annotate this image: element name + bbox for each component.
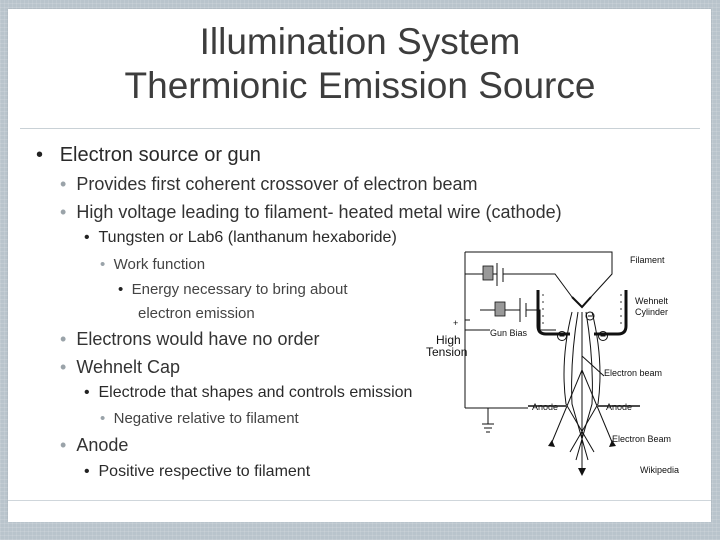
beam-arrow-right	[609, 440, 616, 447]
bias-to-wehnelt-wire	[526, 309, 556, 331]
bullet-positive-respective: • Positive respective to filament	[84, 463, 310, 481]
bullet-marker: •	[60, 329, 67, 349]
bullet-text: Electrons would have no order	[76, 329, 320, 349]
label-cylinder: Cylinder	[635, 307, 668, 317]
title-divider	[20, 128, 700, 129]
slide-footer-strip	[8, 500, 711, 522]
label-tension: Tension	[426, 345, 467, 359]
bullet-text: Electron source or gun	[59, 144, 261, 166]
label-electron-beam-top: Electron beam	[604, 368, 662, 378]
beam-path-4	[575, 311, 593, 461]
bullet-electrode-shapes: • Electrode that shapes and controls emi…	[84, 384, 412, 402]
bullet-marker: •	[84, 384, 90, 401]
filament-source-block	[482, 265, 494, 281]
bullet-marker: •	[100, 410, 106, 427]
bullet-text: Positive respective to filament	[98, 463, 311, 480]
filament-lead-right	[590, 262, 613, 298]
bullet-energy-continuation: electron emission	[138, 305, 255, 322]
bullet-anode: • Anode	[60, 435, 128, 456]
label-electron-beam-bottom: Electron Beam	[612, 434, 671, 444]
bullet-marker: •	[60, 174, 67, 194]
slide-canvas	[8, 9, 711, 521]
wehnelt-left	[536, 290, 570, 336]
beam-path-3	[571, 311, 589, 461]
bullet-energy-necessary: • Energy necessary to bring about	[118, 281, 348, 298]
bullet-text: Tungsten or Lab6 (lanthanum hexaboride)	[98, 229, 397, 246]
label-plus: +	[453, 318, 458, 328]
filament-lead-left	[503, 273, 573, 298]
label-gun-bias: Gun Bias	[490, 328, 528, 338]
bullet-marker: •	[84, 463, 90, 480]
bullet-text: Anode	[76, 435, 129, 455]
title-line-1: Illumination System	[199, 21, 521, 62]
label-credit: Wikipedia	[640, 465, 679, 475]
bullet-marker: •	[84, 229, 90, 246]
bullet-negative-relative: • Negative relative to filament	[100, 410, 299, 427]
bullet-marker: •	[60, 357, 67, 377]
bullet-high-voltage: • High voltage leading to filament- heat…	[60, 202, 562, 223]
bullet-text: Work function	[113, 256, 206, 273]
bullet-wehnelt-cap: • Wehnelt Cap	[60, 357, 180, 378]
beam-path-2	[569, 311, 601, 453]
slide-title: Illumination System Thermionic Emission …	[0, 20, 720, 108]
bullet-text: Wehnelt Cap	[76, 357, 181, 377]
wehnelt-right	[594, 290, 628, 336]
beam-ray-right	[581, 369, 613, 443]
beam-arrow-center	[578, 468, 586, 476]
filament-wire-top	[465, 251, 613, 262]
title-line-2: Thermionic Emission Source	[124, 65, 596, 106]
bullet-marker: •	[36, 144, 44, 166]
bullet-text: Provides first coherent crossover of ele…	[76, 174, 478, 194]
filament-tip	[571, 296, 592, 309]
label-anode-right: Anode	[606, 402, 632, 412]
bullet-electron-source: • Electron source or gun	[36, 144, 261, 167]
beam-label-pointer	[581, 355, 605, 377]
bullet-marker: •	[118, 281, 124, 298]
beam-arrow-left	[548, 440, 555, 447]
bullet-first-crossover: • Provides first coherent crossover of e…	[60, 174, 478, 195]
bullet-text: Negative relative to filament	[113, 410, 299, 427]
bullet-text: High voltage leading to filament- heated…	[76, 202, 562, 222]
bullet-marker: •	[60, 435, 67, 455]
bullet-text: Electrode that shapes and controls emiss…	[98, 384, 413, 401]
bullet-work-function: • Work function	[100, 256, 205, 273]
bullet-tungsten: • Tungsten or Lab6 (lanthanum hexaboride…	[84, 229, 397, 247]
bullet-no-order: • Electrons would have no order	[60, 329, 319, 350]
label-anode-left: Anode	[532, 402, 558, 412]
bullet-marker: •	[60, 202, 67, 222]
bullet-text: Energy necessary to bring about	[131, 281, 348, 298]
beam-path-1	[563, 311, 595, 453]
bullet-marker: •	[100, 256, 106, 273]
label-filament: Filament	[630, 255, 665, 265]
beam-ray-left	[551, 369, 583, 443]
label-wehnelt: Wehnelt	[635, 296, 668, 306]
bias-source-block	[494, 301, 506, 317]
label-high: High	[436, 333, 461, 347]
